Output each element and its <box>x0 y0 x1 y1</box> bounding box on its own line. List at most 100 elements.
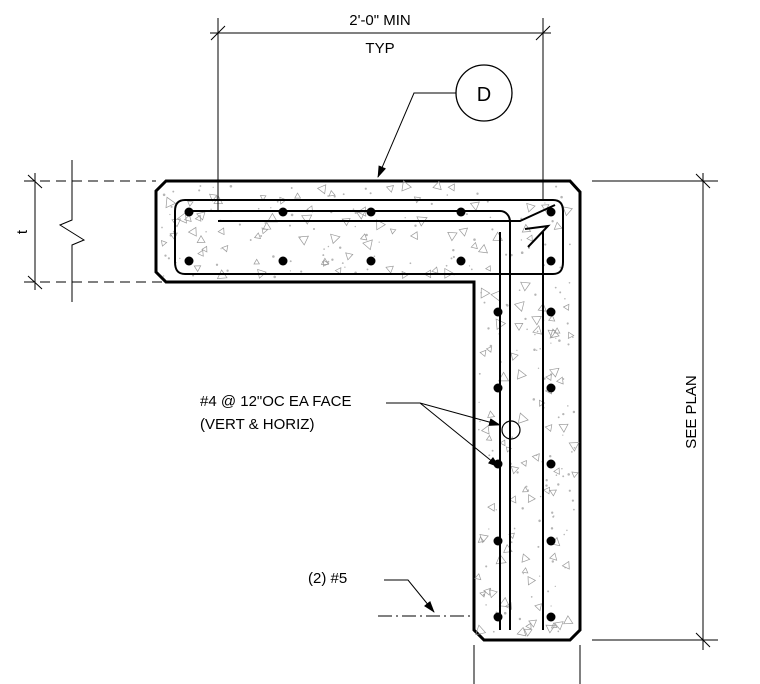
aggregate-grain <box>212 186 214 189</box>
horizontal-rebar-outer <box>218 204 556 222</box>
horizontal-rebar-return <box>185 210 511 630</box>
aggregate-grain <box>568 243 571 246</box>
aggregate-grain <box>409 262 412 265</box>
aggregate-grain <box>566 529 568 532</box>
aggregate-stone <box>334 267 342 275</box>
aggregate-stone <box>485 346 493 353</box>
aggregate-stone <box>330 233 341 245</box>
aggregate-grain <box>533 348 536 352</box>
aggregate-grain <box>273 275 276 279</box>
aggregate-stone <box>550 622 558 629</box>
rebar-dot <box>546 307 556 317</box>
rebar-dot <box>546 612 556 622</box>
aggregate-grain <box>510 541 513 544</box>
aggregate-stone <box>520 459 527 467</box>
aggregate-stone <box>508 495 517 504</box>
aggregate-stone <box>504 602 512 610</box>
dimension-top-subtext: TYP <box>365 40 394 57</box>
aggregate-grain <box>172 190 175 193</box>
aggregate-grain <box>487 327 490 330</box>
aggregate-grain <box>532 398 536 401</box>
aggregate-grain <box>170 205 173 208</box>
aggregate-grain <box>473 238 476 241</box>
rebar-dot <box>278 207 288 217</box>
aggregate-grain <box>199 185 202 187</box>
aggregate-stone <box>356 211 366 220</box>
aggregate-grain <box>289 224 291 227</box>
aggregate-stone <box>221 244 229 253</box>
aggregate-grain <box>485 604 487 606</box>
aggregate-grain <box>369 192 372 195</box>
aggregate-grain <box>366 268 369 271</box>
aggregate-stone <box>487 410 496 419</box>
aggregate-grain <box>573 508 575 511</box>
rebar-dot <box>366 256 376 266</box>
aggregate-grain <box>479 420 481 423</box>
aggregate-stone <box>187 200 194 207</box>
aggregate-stone <box>527 576 537 586</box>
aggregate-grain <box>555 337 557 339</box>
aggregate-grain <box>571 499 575 502</box>
aggregate-stone <box>362 239 373 251</box>
aggregate-grain <box>452 255 455 259</box>
aggregate-grain <box>354 225 356 228</box>
aggregate-stone <box>563 615 574 625</box>
aggregate-grain <box>210 208 212 210</box>
aggregate-grain <box>354 211 357 215</box>
rebar-dot <box>546 459 556 469</box>
aggregate-stone <box>510 465 520 475</box>
aggregate-grain <box>516 471 519 474</box>
aggregate-stone <box>487 502 495 512</box>
aggregate-stone <box>401 180 412 192</box>
aggregate-stone <box>187 226 197 237</box>
aggregate-stone <box>298 235 309 246</box>
side-dimension: SEE PLAN <box>592 173 718 650</box>
aggregate-stone <box>432 180 442 191</box>
section-tag-text: D <box>477 84 491 106</box>
aggregate-grain <box>538 519 541 523</box>
aggregate-stone <box>294 192 302 199</box>
aggregate-stone <box>469 201 480 211</box>
aggregate-stone <box>183 214 192 222</box>
aggregate-stone <box>516 626 527 637</box>
rebar-dot <box>493 536 503 546</box>
aggregate-grain <box>538 575 541 577</box>
aggregate-grain <box>452 248 455 252</box>
aggregate-grain <box>414 224 417 227</box>
aggregate-grain <box>511 436 514 439</box>
aggregate-grain <box>571 451 573 453</box>
aggregate-stone <box>193 265 202 273</box>
aggregate-stone <box>261 227 269 235</box>
aggregate-stone <box>498 371 510 382</box>
side-dimension-text: SEE PLAN <box>683 375 700 448</box>
aggregate-grain <box>561 468 563 470</box>
aggregate-stone <box>447 183 455 192</box>
aggregate-grain <box>446 194 449 196</box>
aggregate-grain <box>568 489 571 492</box>
aggregate-grain <box>567 473 570 476</box>
aggregate-grain <box>547 590 550 593</box>
aggregate-grain <box>164 254 167 257</box>
aggregate-grain <box>483 301 486 304</box>
aggregate-grain <box>327 260 330 263</box>
aggregate-grain <box>559 266 562 269</box>
aggregate-stone <box>488 589 498 599</box>
aggregate-stone <box>253 258 261 265</box>
aggregate-grain <box>555 474 558 476</box>
aggregate-grain <box>557 630 560 633</box>
aggregate-stone <box>562 303 570 311</box>
aggregate-grain <box>270 207 272 209</box>
corner-bars-note: (2) #5 <box>308 570 474 617</box>
aggregate-grain <box>516 349 518 352</box>
aggregate-stone <box>513 301 525 312</box>
aggregate-stone <box>301 214 313 225</box>
aggregate-stone <box>549 367 560 378</box>
aggregate-stone <box>526 234 533 242</box>
aggregate-stone <box>447 232 458 242</box>
aggregate-grain <box>562 412 565 416</box>
aggregate-stone <box>525 622 532 630</box>
aggregate-grain <box>331 258 334 261</box>
aggregate-grain <box>524 317 527 321</box>
aggregate-grain <box>539 347 541 350</box>
